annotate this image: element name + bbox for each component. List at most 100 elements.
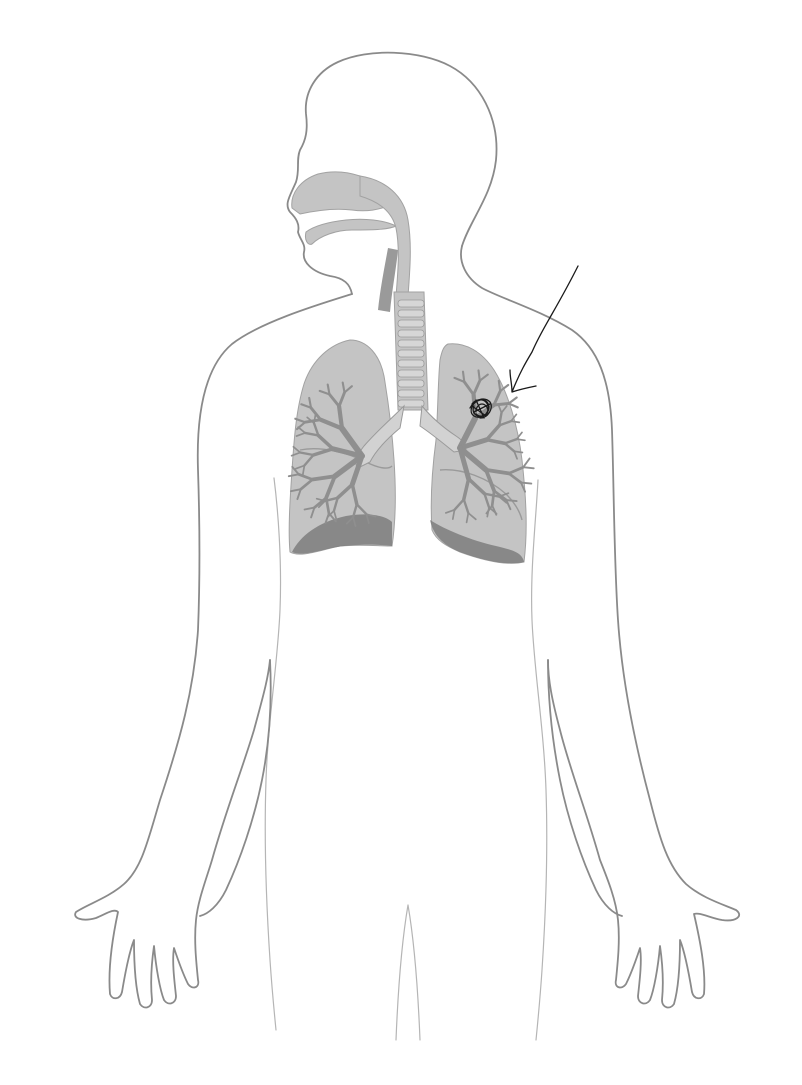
- bronchiole: [522, 457, 531, 469]
- trachea-ring: [397, 319, 425, 328]
- bronchiole: [515, 438, 526, 442]
- bronchiole: [324, 512, 330, 525]
- trachea-ring: [397, 329, 425, 338]
- bronchiole: [328, 392, 341, 408]
- bronchiole: [326, 383, 331, 396]
- left-shoulder-arm-outline: [74, 293, 353, 1009]
- bronchiole: [492, 389, 502, 407]
- trachea-ring: [397, 359, 425, 368]
- bronchiole: [337, 391, 346, 408]
- bronchiole: [498, 495, 508, 504]
- bronchiole: [289, 488, 302, 493]
- bronchiole: [318, 417, 345, 431]
- right-lung: [288, 339, 396, 555]
- bronchiole: [317, 500, 326, 509]
- bronchiole: [341, 381, 346, 394]
- bronchiole: [313, 496, 328, 509]
- bronchiole: [297, 426, 306, 434]
- bronchiole: [490, 489, 496, 507]
- bronchiole: [318, 389, 331, 396]
- annotation: [469, 265, 579, 419]
- trachea-ring: [397, 299, 425, 308]
- bronchiole: [500, 405, 508, 414]
- bronchiole: [451, 508, 456, 520]
- bronchiole: [522, 466, 535, 470]
- bronchial-tree: [287, 369, 535, 527]
- bronchiole: [478, 373, 489, 382]
- bronchiole: [507, 472, 523, 484]
- bronchiole: [332, 496, 339, 512]
- left-lung: [430, 343, 527, 564]
- trachea-ring: [397, 339, 425, 348]
- bronchiole: [462, 498, 470, 515]
- bronchiole: [343, 385, 353, 394]
- bronchiole: [310, 506, 316, 519]
- bronchiole: [520, 481, 527, 493]
- right-shoulder-arm-outline: [460, 245, 741, 1009]
- legs-outline: [395, 904, 421, 1041]
- bronchiole: [507, 396, 518, 405]
- bronchiole: [297, 472, 314, 481]
- bronchiole: [351, 503, 358, 519]
- upper-airway: [291, 171, 411, 312]
- bronchiole: [365, 513, 377, 518]
- bronchiole: [497, 403, 503, 414]
- bronchiole: [301, 464, 306, 476]
- bronchiole: [290, 451, 302, 457]
- bronchiole: [316, 433, 335, 451]
- bronchiole: [339, 425, 365, 459]
- bronchiole: [507, 402, 519, 409]
- bronchiole: [326, 509, 335, 518]
- scribble-mark: [469, 398, 492, 419]
- bronchiole: [515, 431, 523, 440]
- bronchiole: [505, 499, 518, 503]
- bronchiole: [309, 406, 323, 422]
- head-outline: [286, 51, 498, 295]
- trachea-ring: [397, 349, 425, 358]
- bronchiole: [461, 370, 466, 383]
- bronchiole: [296, 488, 302, 501]
- trachea-ring: [397, 309, 425, 318]
- bronchiole: [457, 445, 472, 482]
- bronchiole: [350, 482, 359, 507]
- left-lung-base-shadow: [430, 520, 524, 564]
- bronchiole: [345, 516, 354, 525]
- trachea-ring: [397, 399, 425, 408]
- bronchiole: [488, 506, 498, 515]
- bronchiole: [303, 506, 316, 511]
- bronchiole: [513, 450, 524, 454]
- bronchiole: [484, 423, 502, 442]
- bronchiole: [462, 380, 476, 397]
- bronchiole: [323, 496, 339, 503]
- bronchiole: [308, 396, 313, 409]
- bronchiole: [310, 474, 337, 482]
- bronchiole: [303, 431, 320, 437]
- bronchiole: [444, 508, 456, 514]
- bronchiole: [499, 383, 510, 393]
- bronchiole: [484, 467, 511, 476]
- bronchiole: [300, 403, 313, 409]
- bronchiole: [457, 414, 479, 451]
- bronchiole: [355, 503, 368, 516]
- hand-drawn-arrow: [509, 265, 579, 393]
- bronchiole: [303, 418, 323, 424]
- bronchiole: [472, 379, 482, 397]
- bronchiole: [477, 369, 481, 382]
- bronchiole: [294, 464, 306, 470]
- bronchiole: [513, 450, 518, 460]
- bronchiole: [365, 513, 370, 524]
- oral-cavity: [305, 218, 398, 245]
- bronchiole: [299, 451, 315, 457]
- bronchiole: [483, 492, 501, 498]
- trachea: [393, 291, 429, 411]
- bronchiole: [332, 453, 365, 480]
- bronchiole: [505, 499, 512, 511]
- bronchiole: [312, 421, 320, 437]
- bronchiole: [492, 402, 511, 407]
- trachea-ring: [397, 369, 425, 378]
- bronchiole: [457, 437, 490, 451]
- bronchiole: [292, 445, 302, 454]
- trachea-ring: [397, 379, 425, 388]
- bronchiole: [498, 419, 513, 427]
